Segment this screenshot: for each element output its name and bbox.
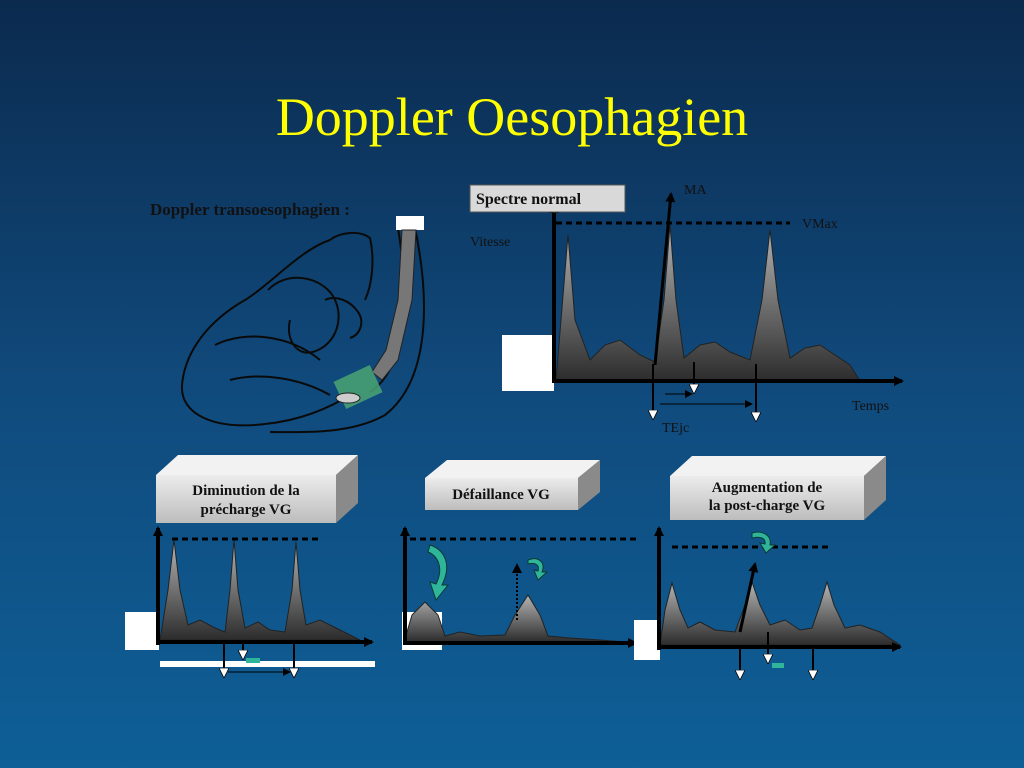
panel-precharge: Diminution de la précharge VG: [125, 455, 375, 676]
panel-1-label-line-1: Diminution de la: [192, 483, 300, 499]
curve-arrow-icon: [527, 558, 549, 581]
ma-label: MA: [684, 183, 707, 198]
panel-1-label-line-2: précharge VG: [201, 502, 292, 518]
heart-illustration: Doppler transoesophagien :: [150, 200, 425, 434]
panel-2-label: Défaillance VG: [452, 487, 550, 503]
probe-tip: [396, 216, 424, 230]
tejc-label: TEjc: [662, 421, 689, 436]
ma-arrow: [653, 192, 676, 366]
vmax-label: VMax: [802, 217, 838, 232]
main-chart: Spectre normal Vitesse Temps MA VMax TEj…: [469, 183, 904, 436]
decrease-arrow-icon: [427, 544, 450, 602]
vitesse-label: Vitesse: [470, 235, 510, 250]
panel-defaillance: Défaillance VG: [400, 460, 638, 650]
increase-arrow-icon: [751, 531, 777, 554]
temps-label: Temps: [852, 399, 889, 414]
panel-3-label-line-2: la post-charge VG: [709, 498, 826, 514]
slide-title: Doppler Oesophagien: [275, 87, 749, 147]
panel-postcharge: Augmentation de la post-charge VG: [634, 456, 902, 678]
panel-3-label-line-1: Augmentation de: [712, 480, 823, 496]
heart-caption: Doppler transoesophagien :: [150, 200, 350, 219]
spectre-normal-label: Spectre normal: [476, 191, 582, 208]
